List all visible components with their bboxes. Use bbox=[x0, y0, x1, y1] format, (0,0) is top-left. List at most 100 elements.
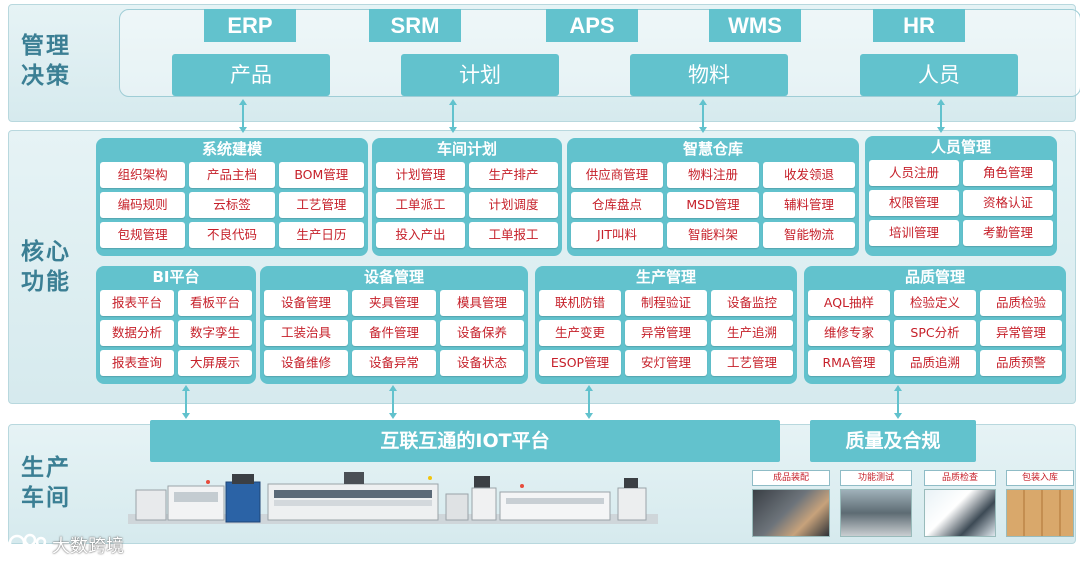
module-item[interactable]: 夹具管理 bbox=[352, 290, 436, 316]
module-item[interactable]: 生产追溯 bbox=[711, 320, 793, 346]
module-system-modeling: 系统建模 组织架构 产品主档 BOM管理 编码规则 云标签 工艺管理 包规管理 … bbox=[96, 138, 368, 256]
module-item[interactable]: 人员注册 bbox=[869, 160, 959, 186]
module-item[interactable]: 设备监控 bbox=[711, 290, 793, 316]
module-item[interactable]: 工装治具 bbox=[264, 320, 348, 346]
module-workshop-plan: 车间计划 计划管理 生产排产 工单派工 计划调度 投入产出 工单报工 bbox=[372, 138, 562, 256]
quality-compliance-bar[interactable]: 质量及合规 bbox=[810, 420, 976, 462]
module-item[interactable]: 工单派工 bbox=[376, 192, 465, 218]
module-item[interactable]: 资格认证 bbox=[963, 190, 1053, 216]
category-product[interactable]: 产品 bbox=[172, 54, 330, 96]
module-item[interactable]: 云标签 bbox=[189, 192, 275, 218]
module-item[interactable]: 考勤管理 bbox=[963, 220, 1053, 246]
management-tier-label: 管理 决策 bbox=[21, 33, 71, 89]
module-item[interactable]: 大屏展示 bbox=[178, 350, 252, 376]
module-item[interactable]: 收发领退 bbox=[763, 162, 855, 188]
step-label: 功能测试 bbox=[840, 470, 912, 486]
module-title: 生产管理 bbox=[635, 268, 696, 286]
iot-platform-bar[interactable]: 互联互通的IOT平台 bbox=[150, 420, 780, 462]
module-item[interactable]: 供应商管理 bbox=[571, 162, 663, 188]
module-item[interactable]: 设备异常 bbox=[352, 350, 436, 376]
step-card-test: 功能测试 bbox=[840, 470, 912, 537]
module-item[interactable]: 计划调度 bbox=[469, 192, 558, 218]
module-item[interactable]: 生产排产 bbox=[469, 162, 558, 188]
module-item[interactable]: 权限管理 bbox=[869, 190, 959, 216]
module-item[interactable]: JIT叫料 bbox=[571, 222, 663, 248]
module-item[interactable]: MSD管理 bbox=[667, 192, 759, 218]
module-item[interactable]: 模具管理 bbox=[440, 290, 524, 316]
category-personnel[interactable]: 人员 bbox=[860, 54, 1018, 96]
module-item[interactable]: 联机防错 bbox=[539, 290, 621, 316]
module-item[interactable]: 设备维修 bbox=[264, 350, 348, 376]
module-item[interactable]: BOM管理 bbox=[278, 162, 364, 188]
module-item[interactable]: 安灯管理 bbox=[625, 350, 707, 376]
module-item[interactable]: 数字孪生 bbox=[178, 320, 252, 346]
module-item[interactable]: SPC分析 bbox=[894, 320, 976, 346]
module-item[interactable]: 物料注册 bbox=[667, 162, 759, 188]
shopfloor-tier-label: 生产 车间 bbox=[21, 455, 71, 511]
system-erp[interactable]: ERP bbox=[204, 9, 296, 42]
module-item[interactable]: 制程验证 bbox=[625, 290, 707, 316]
module-item[interactable]: 检验定义 bbox=[894, 290, 976, 316]
module-title: 系统建模 bbox=[201, 140, 262, 158]
module-title: 人员管理 bbox=[930, 138, 991, 156]
assembly-photo bbox=[752, 489, 830, 537]
system-wms[interactable]: WMS bbox=[709, 9, 801, 42]
module-production: 生产管理 联机防错 制程验证 设备监控 生产变更 异常管理 生产追溯 ESOP管… bbox=[535, 266, 797, 384]
module-item[interactable]: 辅料管理 bbox=[763, 192, 855, 218]
module-item[interactable]: 报表查询 bbox=[100, 350, 174, 376]
step-card-assembly: 成品装配 bbox=[752, 470, 830, 537]
system-aps[interactable]: APS bbox=[546, 9, 638, 42]
module-item[interactable]: 智能物流 bbox=[763, 222, 855, 248]
double-arrow-icon bbox=[181, 384, 191, 420]
module-item[interactable]: 异常管理 bbox=[625, 320, 707, 346]
packing-photo bbox=[1006, 489, 1074, 537]
module-item[interactable]: 设备保养 bbox=[440, 320, 524, 346]
double-arrow-icon bbox=[936, 98, 946, 134]
module-item[interactable]: 培训管理 bbox=[869, 220, 959, 246]
module-title: 品质管理 bbox=[904, 268, 965, 286]
watermark-logo-icon bbox=[8, 532, 48, 559]
module-item[interactable]: 异常管理 bbox=[980, 320, 1062, 346]
module-item[interactable]: 工艺管理 bbox=[711, 350, 793, 376]
module-item[interactable]: 编码规则 bbox=[100, 192, 186, 218]
module-item[interactable]: 投入产出 bbox=[376, 222, 465, 248]
module-item[interactable]: 角色管理 bbox=[963, 160, 1053, 186]
module-item[interactable]: 报表平台 bbox=[100, 290, 174, 316]
module-item[interactable]: 品质预警 bbox=[980, 350, 1062, 376]
module-item[interactable]: 计划管理 bbox=[376, 162, 465, 188]
module-item[interactable]: AQL抽样 bbox=[808, 290, 890, 316]
module-item[interactable]: 包规管理 bbox=[100, 222, 186, 248]
module-item[interactable]: ESOP管理 bbox=[539, 350, 621, 376]
module-item[interactable]: 不良代码 bbox=[189, 222, 275, 248]
module-smart-warehouse: 智慧仓库 供应商管理 物料注册 收发领退 仓库盘点 MSD管理 辅料管理 JIT… bbox=[567, 138, 859, 256]
test-station-photo bbox=[840, 489, 912, 537]
module-item[interactable]: 生产日历 bbox=[278, 222, 364, 248]
module-item[interactable]: 品质检验 bbox=[980, 290, 1062, 316]
double-arrow-icon bbox=[584, 384, 594, 420]
module-item[interactable]: 组织架构 bbox=[100, 162, 186, 188]
module-item[interactable]: 品质追溯 bbox=[894, 350, 976, 376]
module-item[interactable]: 备件管理 bbox=[352, 320, 436, 346]
module-equipment: 设备管理 设备管理 夹具管理 模具管理 工装治具 备件管理 设备保养 设备维修 … bbox=[260, 266, 528, 384]
module-item[interactable]: 维修专家 bbox=[808, 320, 890, 346]
module-item[interactable]: 仓库盘点 bbox=[571, 192, 663, 218]
system-srm[interactable]: SRM bbox=[369, 9, 461, 42]
module-title: BI平台 bbox=[152, 268, 200, 286]
double-arrow-icon bbox=[238, 98, 248, 134]
module-item[interactable]: 生产变更 bbox=[539, 320, 621, 346]
module-item[interactable]: 智能料架 bbox=[667, 222, 759, 248]
category-plan[interactable]: 计划 bbox=[401, 54, 559, 96]
system-hr[interactable]: HR bbox=[873, 9, 965, 42]
module-title: 设备管理 bbox=[363, 268, 424, 286]
module-item[interactable]: 工艺管理 bbox=[278, 192, 364, 218]
inspection-photo bbox=[924, 489, 996, 537]
module-item[interactable]: 设备管理 bbox=[264, 290, 348, 316]
module-personnel: 人员管理 人员注册 角色管理 权限管理 资格认证 培训管理 考勤管理 bbox=[865, 136, 1057, 256]
module-item[interactable]: 看板平台 bbox=[178, 290, 252, 316]
module-item[interactable]: RMA管理 bbox=[808, 350, 890, 376]
module-item[interactable]: 设备状态 bbox=[440, 350, 524, 376]
module-item[interactable]: 数据分析 bbox=[100, 320, 174, 346]
module-item[interactable]: 工单报工 bbox=[469, 222, 558, 248]
category-material[interactable]: 物料 bbox=[630, 54, 788, 96]
module-item[interactable]: 产品主档 bbox=[189, 162, 275, 188]
